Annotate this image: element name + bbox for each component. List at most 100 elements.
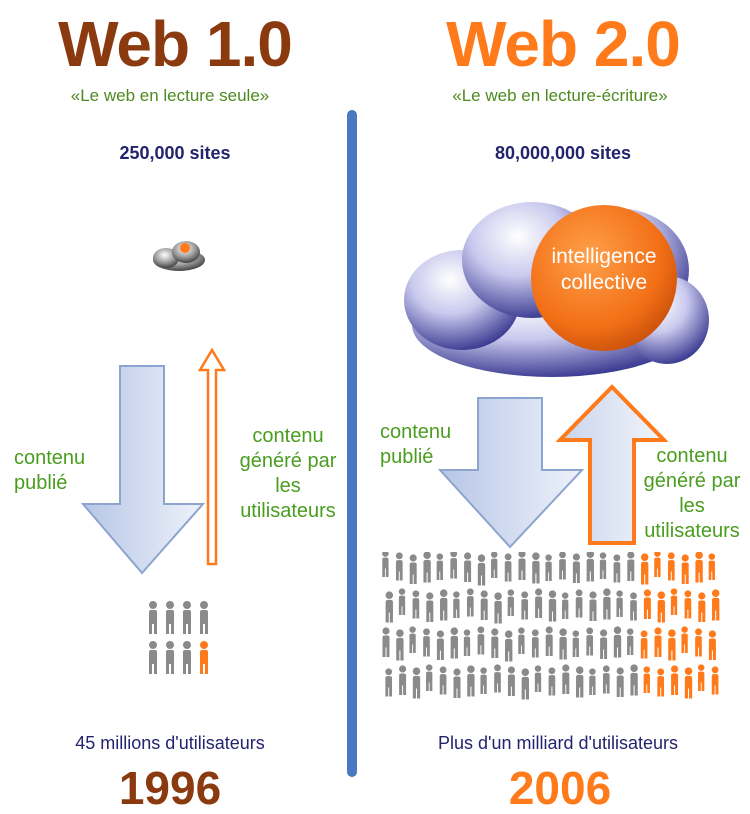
person-orange-icon [643, 589, 651, 619]
person-orange-icon [684, 590, 692, 619]
web2-year: 2006 [508, 762, 612, 814]
person-grey-icon [575, 589, 583, 618]
person-grey-icon [559, 628, 567, 660]
person-orange-icon [640, 630, 648, 659]
web1-year: 1996 [118, 762, 222, 814]
person-grey-icon [480, 667, 487, 694]
web1-people-icon [149, 601, 208, 674]
person-orange-icon [708, 630, 716, 660]
person-grey-icon [507, 589, 515, 616]
person-grey-icon [450, 627, 459, 659]
person-grey-icon [453, 668, 461, 698]
person-grey-icon [518, 552, 526, 580]
person-grey-icon [385, 668, 393, 697]
person-grey-icon [548, 667, 556, 696]
person-grey-icon [626, 628, 634, 655]
person-orange-icon [695, 552, 703, 583]
person-grey-icon [559, 552, 566, 580]
web1-published-arrow-icon [80, 365, 206, 575]
person-grey-icon [436, 553, 444, 580]
web1-user-content-label: contenu généré par les utilisateurs [239, 425, 337, 522]
person-grey-icon [382, 552, 389, 577]
person-grey-icon [466, 588, 474, 617]
person-grey-icon [490, 552, 498, 578]
person-grey-icon [602, 665, 610, 694]
person-grey-icon [425, 664, 433, 691]
person-grey-icon [613, 626, 622, 658]
web1-title: Web 1.0 [58, 8, 293, 80]
person-grey-icon [630, 664, 638, 696]
person-orange-icon [667, 552, 675, 581]
person-grey-icon [453, 591, 460, 618]
web2-user-content-arrow-icon [556, 384, 668, 545]
web1-sites: 250,000 sites [119, 143, 231, 163]
person-orange-icon [657, 668, 665, 697]
person-orange-icon [640, 553, 649, 585]
web2-user-content-label: contenu généré par les utilisateurs [643, 445, 741, 542]
person-grey-icon [450, 552, 458, 579]
person-grey-icon [535, 588, 543, 618]
person-orange-icon [657, 591, 666, 623]
person-grey-icon [480, 590, 488, 620]
person-grey-icon [586, 552, 595, 582]
person-grey-icon [439, 666, 447, 695]
person-grey-icon [504, 630, 513, 662]
person-grey-icon [616, 590, 623, 617]
web1-published-label: contenu publié [14, 447, 86, 494]
person-orange-icon [643, 666, 651, 693]
web2-sites: 80,000,000 sites [494, 143, 632, 163]
person-grey-icon [575, 666, 584, 698]
person-grey-icon [599, 552, 607, 579]
person-grey-icon [409, 626, 416, 653]
person-grey-icon [494, 664, 501, 693]
web2-title: Web 2.0 [446, 8, 681, 80]
center-divider [347, 110, 357, 777]
person-grey-icon [395, 552, 403, 581]
person-orange-icon [711, 666, 719, 695]
person-grey-icon [412, 667, 421, 699]
person-grey-icon [589, 668, 596, 695]
person-orange-icon [654, 552, 661, 577]
person-grey-icon [426, 592, 434, 622]
person-grey-icon [477, 554, 486, 586]
web2-people-icon [382, 552, 720, 700]
person-orange-icon [684, 667, 693, 699]
person-grey-icon [545, 554, 552, 581]
person-grey-icon [477, 626, 485, 655]
small-cloud-icon [153, 241, 205, 271]
person-grey-icon [396, 629, 404, 661]
person-grey-icon [423, 552, 431, 583]
small-cloud-dot-icon [180, 243, 190, 253]
person-grey-icon [586, 627, 594, 656]
person-grey-icon [616, 667, 624, 697]
person-grey-icon [436, 630, 444, 660]
person-grey-icon [545, 626, 553, 656]
person-grey-icon [382, 627, 390, 657]
person-orange-icon [654, 627, 662, 657]
person-orange-icon [668, 629, 676, 661]
web1-user-content-arrow-icon [198, 348, 226, 566]
person-orange-icon [671, 665, 679, 695]
person-grey-icon [603, 588, 611, 620]
person-grey-icon [504, 553, 512, 582]
person-grey-icon [627, 552, 635, 581]
person-grey-icon [600, 629, 608, 659]
person-orange-icon [708, 553, 716, 580]
person-grey-icon [532, 552, 540, 584]
person-grey-icon [518, 627, 525, 654]
person-orange-icon [698, 592, 706, 622]
web2-users: Plus d'un milliard d'utilisateurs [438, 733, 678, 753]
person-grey-icon [534, 665, 542, 692]
person-orange-icon [711, 589, 720, 621]
person-grey-icon [385, 591, 394, 623]
person-grey-icon [491, 628, 499, 658]
person-grey-icon [630, 592, 637, 621]
person-orange-icon [695, 628, 702, 657]
person-grey-icon [464, 552, 472, 582]
person-grey-icon [613, 554, 621, 583]
person-grey-icon [409, 554, 417, 584]
person-grey-icon [507, 666, 515, 696]
person-grey-icon [412, 590, 420, 619]
person-grey-icon [562, 664, 570, 694]
person-orange-icon [681, 626, 688, 653]
